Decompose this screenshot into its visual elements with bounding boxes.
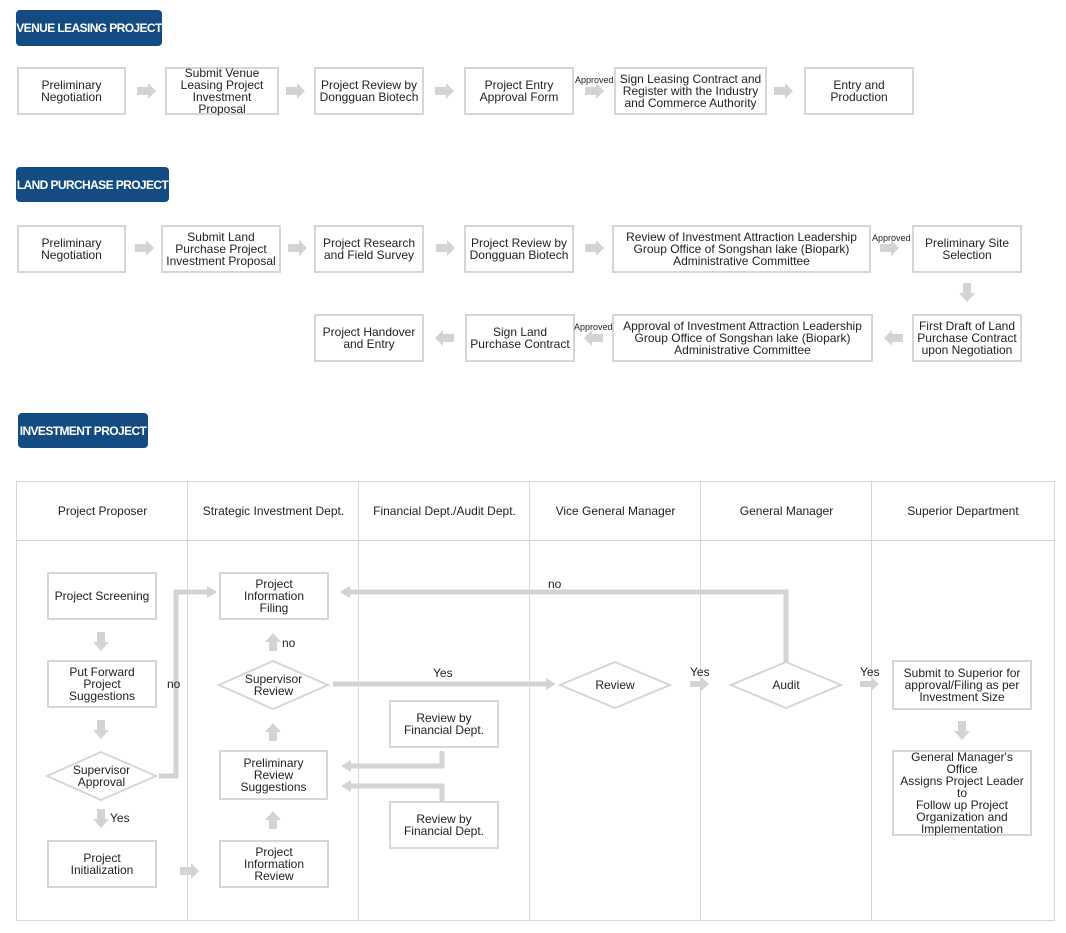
label-yes-approval: Yes <box>110 811 130 825</box>
venue-arrow-1 <box>137 83 156 99</box>
land-arrow-3 <box>436 240 455 256</box>
venue-step-submit-proposal: Submit Venue Leasing Project Investment … <box>165 67 279 115</box>
land-step-research-survey: Project Research and Field Survey <box>314 225 424 273</box>
land-step-approval-leadership: Approval of Investment Attraction Leader… <box>612 314 873 362</box>
land-step-review-leadership: Review of Investment Attraction Leadersh… <box>612 225 871 273</box>
label-yes-review: Yes <box>433 666 453 680</box>
node-supervisor-approval: Supervisor Approval <box>72 763 131 789</box>
land-approved-label-2: Approved <box>574 322 613 332</box>
inv-line-no-left <box>159 589 207 779</box>
inv-line-no-top <box>350 589 789 662</box>
inv-arrow-down-3 <box>93 809 109 828</box>
audit-diamond <box>728 660 844 710</box>
venue-arrow-2 <box>286 83 305 99</box>
node-review: Review <box>595 678 635 692</box>
inv-arrow-review-audit <box>690 677 709 691</box>
inv-arrow-down-superior <box>954 721 970 740</box>
inv-line-fin2 <box>351 783 445 801</box>
node-fin-review-2: Review by Financial Dept. <box>389 801 499 849</box>
node-project-initialization: Project Initialization <box>47 840 157 888</box>
land-arrow-6 <box>884 330 903 346</box>
venue-step-preliminary-negotiation: Preliminary Negotiation <box>17 67 126 115</box>
venue-step-review-dongguan: Project Review by Dongguan Biotech <box>314 67 424 115</box>
inv-head-yes-review <box>546 678 556 690</box>
venue-section-header: VENUE LEASING PROJECT <box>16 10 162 46</box>
inv-line-fin1 <box>351 751 445 769</box>
land-step-site-selection: Preliminary Site Selection <box>912 225 1022 273</box>
inv-arrow-down-2 <box>93 720 109 739</box>
lane-header-gm: General Manager <box>739 504 834 518</box>
inv-head-fin2 <box>341 780 351 792</box>
land-arrow-2 <box>288 240 307 256</box>
venue-step-entry-approval: Project Entry Approval Form <box>464 67 574 115</box>
node-audit: Audit <box>772 678 800 692</box>
node-info-filing: Project Information Filing <box>219 572 329 620</box>
land-arrow-1 <box>135 240 154 256</box>
supervisor-review-diamond <box>216 659 331 711</box>
land-step-sign-contract: Sign Land Purchase Contract <box>465 314 575 362</box>
node-gm-office: General Manager's Office Assigns Project… <box>892 750 1032 836</box>
inv-head-no-left <box>207 586 217 598</box>
label-yes-vgm: Yes <box>690 665 710 679</box>
land-step-first-draft: First Draft of Land Purchase Contract up… <box>912 314 1022 362</box>
review-diamond <box>557 660 673 710</box>
inv-head-fin1 <box>341 760 351 772</box>
lane-header-project-proposer: Project Proposer <box>57 504 148 518</box>
label-no-audit: no <box>548 577 562 591</box>
node-info-review: Project Information Review <box>219 840 329 888</box>
lane-header-vice-gm: Vice General Manager <box>555 504 676 518</box>
node-project-screening: Project Screening <box>47 572 157 620</box>
venue-approved-label: Approved <box>575 75 614 85</box>
land-arrow-8 <box>435 330 454 346</box>
node-supervisor-review: Supervisor Review <box>244 672 303 698</box>
supervisor-approval-diamond <box>44 750 159 802</box>
investment-section-header: INVESTMENT PROJECT <box>18 413 148 448</box>
inv-head-no-top <box>340 586 350 598</box>
label-no-review: no <box>282 636 296 650</box>
venue-step-sign-contract: Sign Leasing Contract and Register with … <box>614 67 767 115</box>
inv-arrow-up-1 <box>265 811 281 829</box>
land-arrow-4 <box>585 240 604 256</box>
inv-arrow-audit-superior <box>860 677 879 691</box>
venue-step-entry-production: Entry and Production <box>804 67 914 115</box>
land-arrow-7 <box>584 330 603 346</box>
node-fin-review-1: Review by Financial Dept. <box>389 700 499 748</box>
land-step-review-dongguan: Project Review by Dongguan Biotech <box>464 225 574 273</box>
lane-header-strategic-investment: Strategic Investment Dept. <box>202 504 345 518</box>
node-submit-superior: Submit to Superior for approval/Filing a… <box>892 660 1032 710</box>
node-prelim-review: Preliminary Review Suggestions <box>219 750 328 800</box>
land-approved-label-1: Approved <box>872 233 911 243</box>
land-section-header: LAND PURCHASE PROJECT <box>16 167 169 202</box>
land-step-preliminary-negotiation: Preliminary Negotiation <box>17 225 126 273</box>
venue-arrow-4 <box>585 83 604 99</box>
lane-header-financial-audit: Financial Dept./Audit Dept. <box>373 504 516 518</box>
land-step-submit-proposal: Submit Land Purchase Project Investment … <box>161 225 281 273</box>
land-arrow-5 <box>880 240 899 256</box>
venue-arrow-5 <box>774 83 793 99</box>
label-yes-gm: Yes <box>860 665 880 679</box>
node-project-suggestions: Put Forward Project Suggestions <box>47 660 157 708</box>
inv-arrow-up-3 <box>265 633 281 651</box>
lane-table-frame <box>16 481 1055 921</box>
lane-header-superior: Superior Department <box>907 504 1019 518</box>
land-step-handover-entry: Project Handover and Entry <box>314 314 424 362</box>
land-arrow-down <box>959 283 975 302</box>
inv-arrow-up-2 <box>265 723 281 741</box>
label-no-approval: no <box>167 677 181 691</box>
inv-arrow-right-init <box>180 863 199 879</box>
inv-arrow-down-1 <box>93 632 109 651</box>
venue-arrow-3 <box>435 83 454 99</box>
